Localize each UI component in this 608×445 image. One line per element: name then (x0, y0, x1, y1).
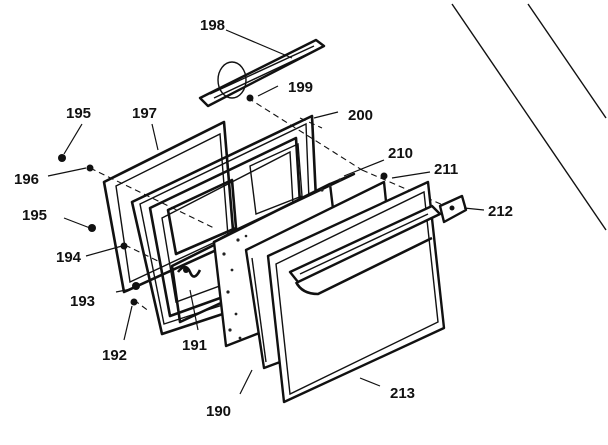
label-200: 200 (348, 107, 373, 124)
label-210: 210 (388, 145, 413, 162)
label-196: 196 (14, 171, 39, 188)
part-191-spring (176, 265, 202, 278)
label-211: 211 (434, 161, 458, 178)
part-198-vent-trim (198, 38, 326, 108)
label-191: 191 (182, 337, 207, 354)
part-199-screw (246, 94, 254, 102)
part-211-door-glass (380, 172, 388, 180)
label-190: 190 (206, 403, 231, 420)
leader-lines (47, 29, 485, 395)
part-labels: 198 199 200 210 211 212 213 190 191 192 … (14, 17, 513, 420)
label-193: 193 (70, 293, 95, 310)
part-213-outer-door (266, 180, 446, 404)
label-199: 199 (288, 79, 313, 96)
label-195-lower: 195 (22, 207, 47, 224)
label-195-upper: 195 (66, 105, 91, 122)
label-198: 198 (200, 17, 225, 34)
part-197-glass-frame (102, 120, 236, 294)
label-212: 212 (488, 203, 513, 220)
label-192: 192 (102, 347, 127, 364)
small-hardware (58, 154, 140, 306)
background-edge-lines (451, 3, 607, 231)
part-212-hinge (438, 194, 468, 224)
label-197: 197 (132, 105, 157, 122)
label-194: 194 (56, 249, 82, 266)
label-213: 213 (390, 385, 415, 402)
